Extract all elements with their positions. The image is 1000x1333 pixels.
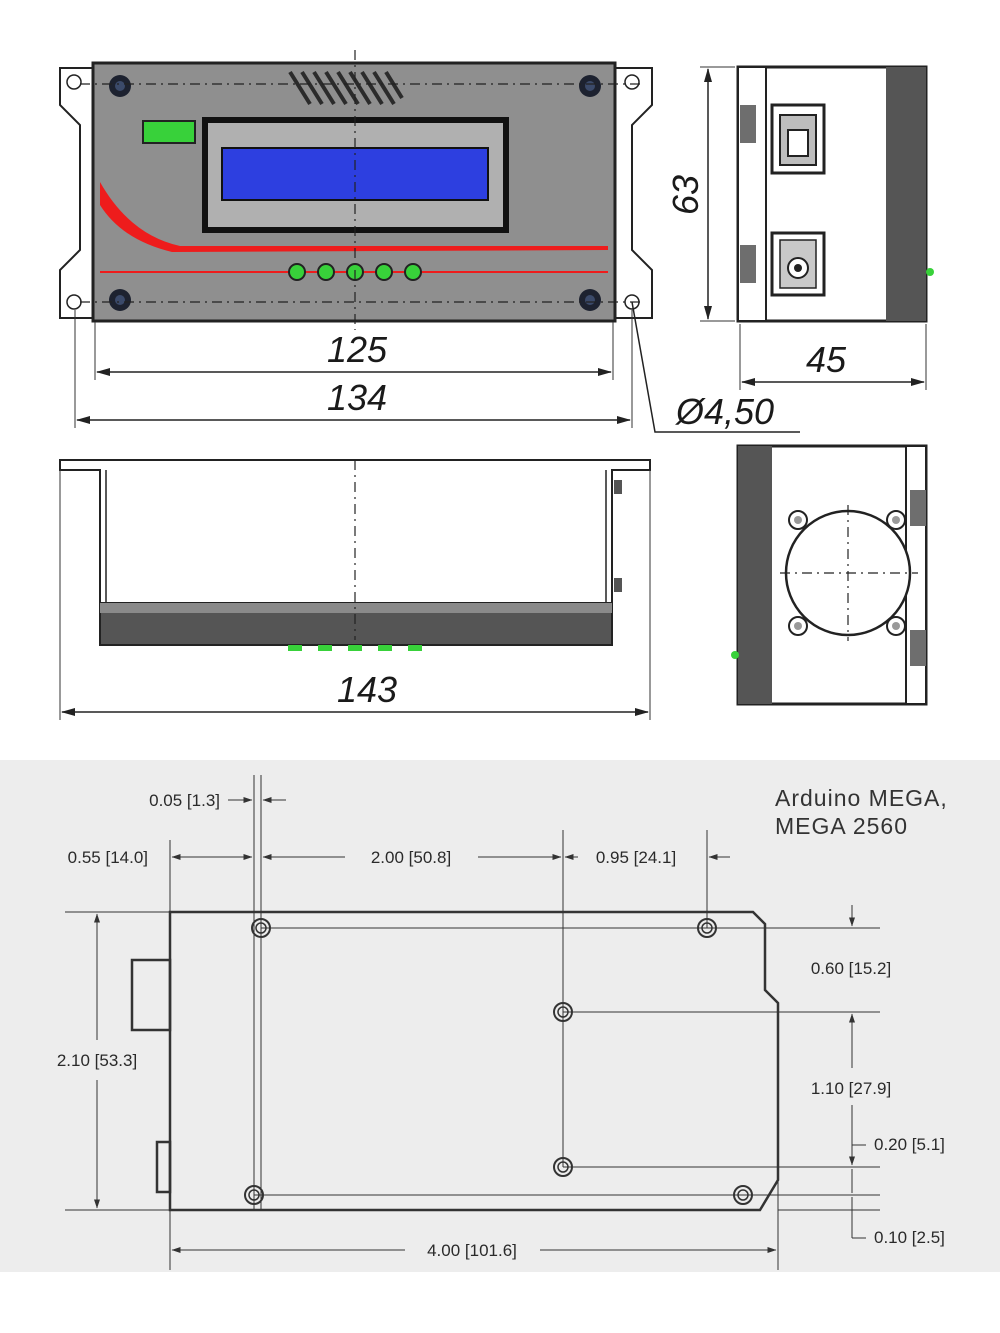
- led: [404, 263, 422, 281]
- dim-0-60: 0.60 [15.2]: [811, 959, 891, 978]
- usb-connector: [130, 958, 172, 1032]
- fan-screw: [788, 616, 808, 636]
- side-cap: [886, 67, 926, 321]
- flange-hole: [624, 74, 640, 90]
- arduino-title-line2: MEGA 2560: [775, 813, 908, 839]
- dim-hole-diameter: Ø4,50: [675, 391, 774, 432]
- red-accent-stripe: [100, 182, 608, 252]
- led-row: [288, 263, 422, 281]
- lcd-screen: [221, 147, 489, 201]
- bottom-led-row: [288, 645, 422, 651]
- screw: [579, 289, 601, 311]
- dim-0-20: 0.20 [5.1]: [874, 1135, 945, 1154]
- dim-0-05: 0.05 [1.3]: [149, 791, 220, 810]
- flange-hole: [66, 74, 82, 90]
- dim-0-55: 0.55 [14.0]: [68, 848, 148, 867]
- power-indicator: [142, 120, 196, 144]
- dim-0-10: 0.10 [2.5]: [874, 1228, 945, 1247]
- side-clip: [740, 105, 756, 143]
- rear-view: [731, 444, 928, 706]
- fan-screw: [886, 616, 906, 636]
- dim-depth: 45: [806, 339, 847, 380]
- dim-outer-width: 134: [327, 377, 387, 418]
- bottom-view: 143: [59, 459, 651, 720]
- screw: [579, 75, 601, 97]
- screw: [109, 289, 131, 311]
- fan-screw: [886, 510, 906, 530]
- dim-bottom-width: 143: [337, 669, 397, 710]
- dim-4-00: 4.00 [101.6]: [427, 1241, 517, 1260]
- led: [288, 263, 306, 281]
- fan-screw: [788, 510, 808, 530]
- screw: [109, 75, 131, 97]
- flange-hole: [66, 294, 82, 310]
- side-led: [926, 268, 934, 276]
- dim-0-95: 0.95 [24.1]: [596, 848, 676, 867]
- led: [375, 263, 393, 281]
- side-clip: [740, 245, 756, 283]
- arduino-title-line1: Arduino MEGA,: [775, 785, 948, 811]
- arduino-mega-drawing: Arduino MEGA, MEGA 2560 0.05 [1.3]: [0, 760, 1000, 1272]
- right-mounting-flange: [612, 67, 653, 319]
- power-connector: [155, 1140, 172, 1194]
- dim-1-10: 1.10 [27.9]: [811, 1079, 891, 1098]
- dim-2-10: 2.10 [53.3]: [57, 1051, 137, 1070]
- dim-2-00: 2.00 [50.8]: [371, 848, 451, 867]
- left-mounting-flange: [59, 67, 95, 319]
- arduino-panel-background: [0, 760, 1000, 1272]
- side-view: 63 45: [665, 65, 934, 390]
- dim-inner-width: 125: [327, 329, 388, 370]
- rear-cap: [738, 446, 772, 704]
- led: [317, 263, 335, 281]
- arduino-board-outline: [168, 910, 780, 1212]
- dim-height: 63: [665, 175, 706, 215]
- front-view: 125 134 Ø4,50: [59, 50, 800, 433]
